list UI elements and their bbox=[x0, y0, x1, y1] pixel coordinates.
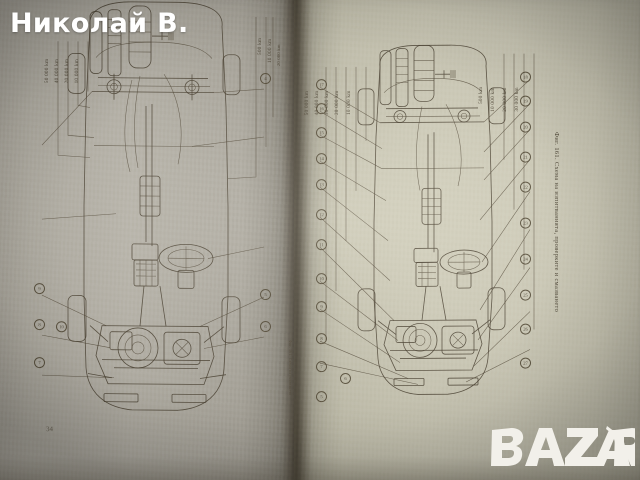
interval-label: 10 000 km bbox=[490, 87, 496, 112]
interval-label: 40 000 km bbox=[54, 58, 60, 84]
callout-marker: 5 bbox=[260, 289, 271, 301]
callout-marker: 24 bbox=[520, 253, 531, 265]
interval-label: 500 km bbox=[478, 86, 484, 104]
interval-label: 20 000 km bbox=[276, 44, 281, 67]
callout-marker: 11 bbox=[316, 239, 327, 251]
callout-marker: 20 bbox=[520, 121, 531, 133]
book-page-right: 50 000 km 40 000 km 30 000 km 20 000 km … bbox=[294, 0, 640, 480]
callout-marker: 7 bbox=[316, 361, 327, 373]
callout-marker: 9 bbox=[316, 301, 327, 313]
callout-marker: 26 bbox=[520, 323, 531, 335]
interval-label: 10 000 km bbox=[346, 90, 352, 115]
callout-marker: 15 bbox=[316, 127, 327, 139]
callout-marker: 19 bbox=[520, 95, 531, 107]
figure-caption: Фиг. 161. Схема на изпитванията, проверк… bbox=[553, 132, 560, 313]
spine-note: Фиг. 161. Схема на смазването bbox=[288, 340, 292, 396]
callout-marker: 18 bbox=[520, 71, 531, 83]
interval-label: 20 000 km bbox=[334, 90, 340, 116]
callout-marker: 5 bbox=[316, 391, 327, 403]
interval-label: 10 000 km bbox=[74, 58, 80, 84]
callout-marker: 4 bbox=[260, 73, 271, 85]
chassis-diagram-right bbox=[308, 39, 540, 409]
callout-marker: 6 bbox=[260, 321, 271, 333]
chassis-diagram-left bbox=[28, 0, 278, 427]
callout-marker: 22 bbox=[520, 181, 531, 193]
callout-marker: 8 bbox=[34, 319, 45, 331]
interval-label: 50 000 km bbox=[304, 90, 310, 116]
callout-marker: 25 bbox=[520, 289, 531, 301]
callout-marker: 27 bbox=[520, 357, 531, 369]
callout-marker: 23 bbox=[520, 217, 531, 229]
interval-label: 20 000 km bbox=[64, 58, 70, 84]
interval-label: 50 000 km bbox=[44, 58, 50, 84]
callout-marker: 7 bbox=[34, 357, 45, 369]
callout-marker: 10 bbox=[56, 321, 67, 333]
interval-label: 20 000 km bbox=[502, 87, 508, 112]
interval-label: 500 km bbox=[257, 37, 263, 56]
callout-marker: 8 bbox=[316, 333, 327, 345]
callout-marker: 6 bbox=[340, 372, 351, 385]
callout-marker: 9 bbox=[34, 283, 45, 295]
callout-marker: 13 bbox=[316, 179, 327, 191]
bazar-logo-watermark bbox=[489, 424, 635, 470]
callout-marker: 16 bbox=[316, 103, 327, 115]
callout-marker: 14 bbox=[316, 153, 327, 165]
interval-label: 10 000 km bbox=[267, 38, 273, 64]
seller-name-watermark: Николай В. bbox=[10, 8, 189, 39]
book-page-left: 50 000 km 40 000 km 20 000 km 10 000 km … bbox=[0, 0, 296, 480]
callout-marker: 10 bbox=[316, 273, 327, 285]
callout-marker: 12 bbox=[316, 209, 327, 221]
page-number-left: 34 bbox=[46, 425, 53, 434]
callout-marker: 17 bbox=[316, 79, 327, 91]
callout-marker: 21 bbox=[520, 151, 531, 163]
